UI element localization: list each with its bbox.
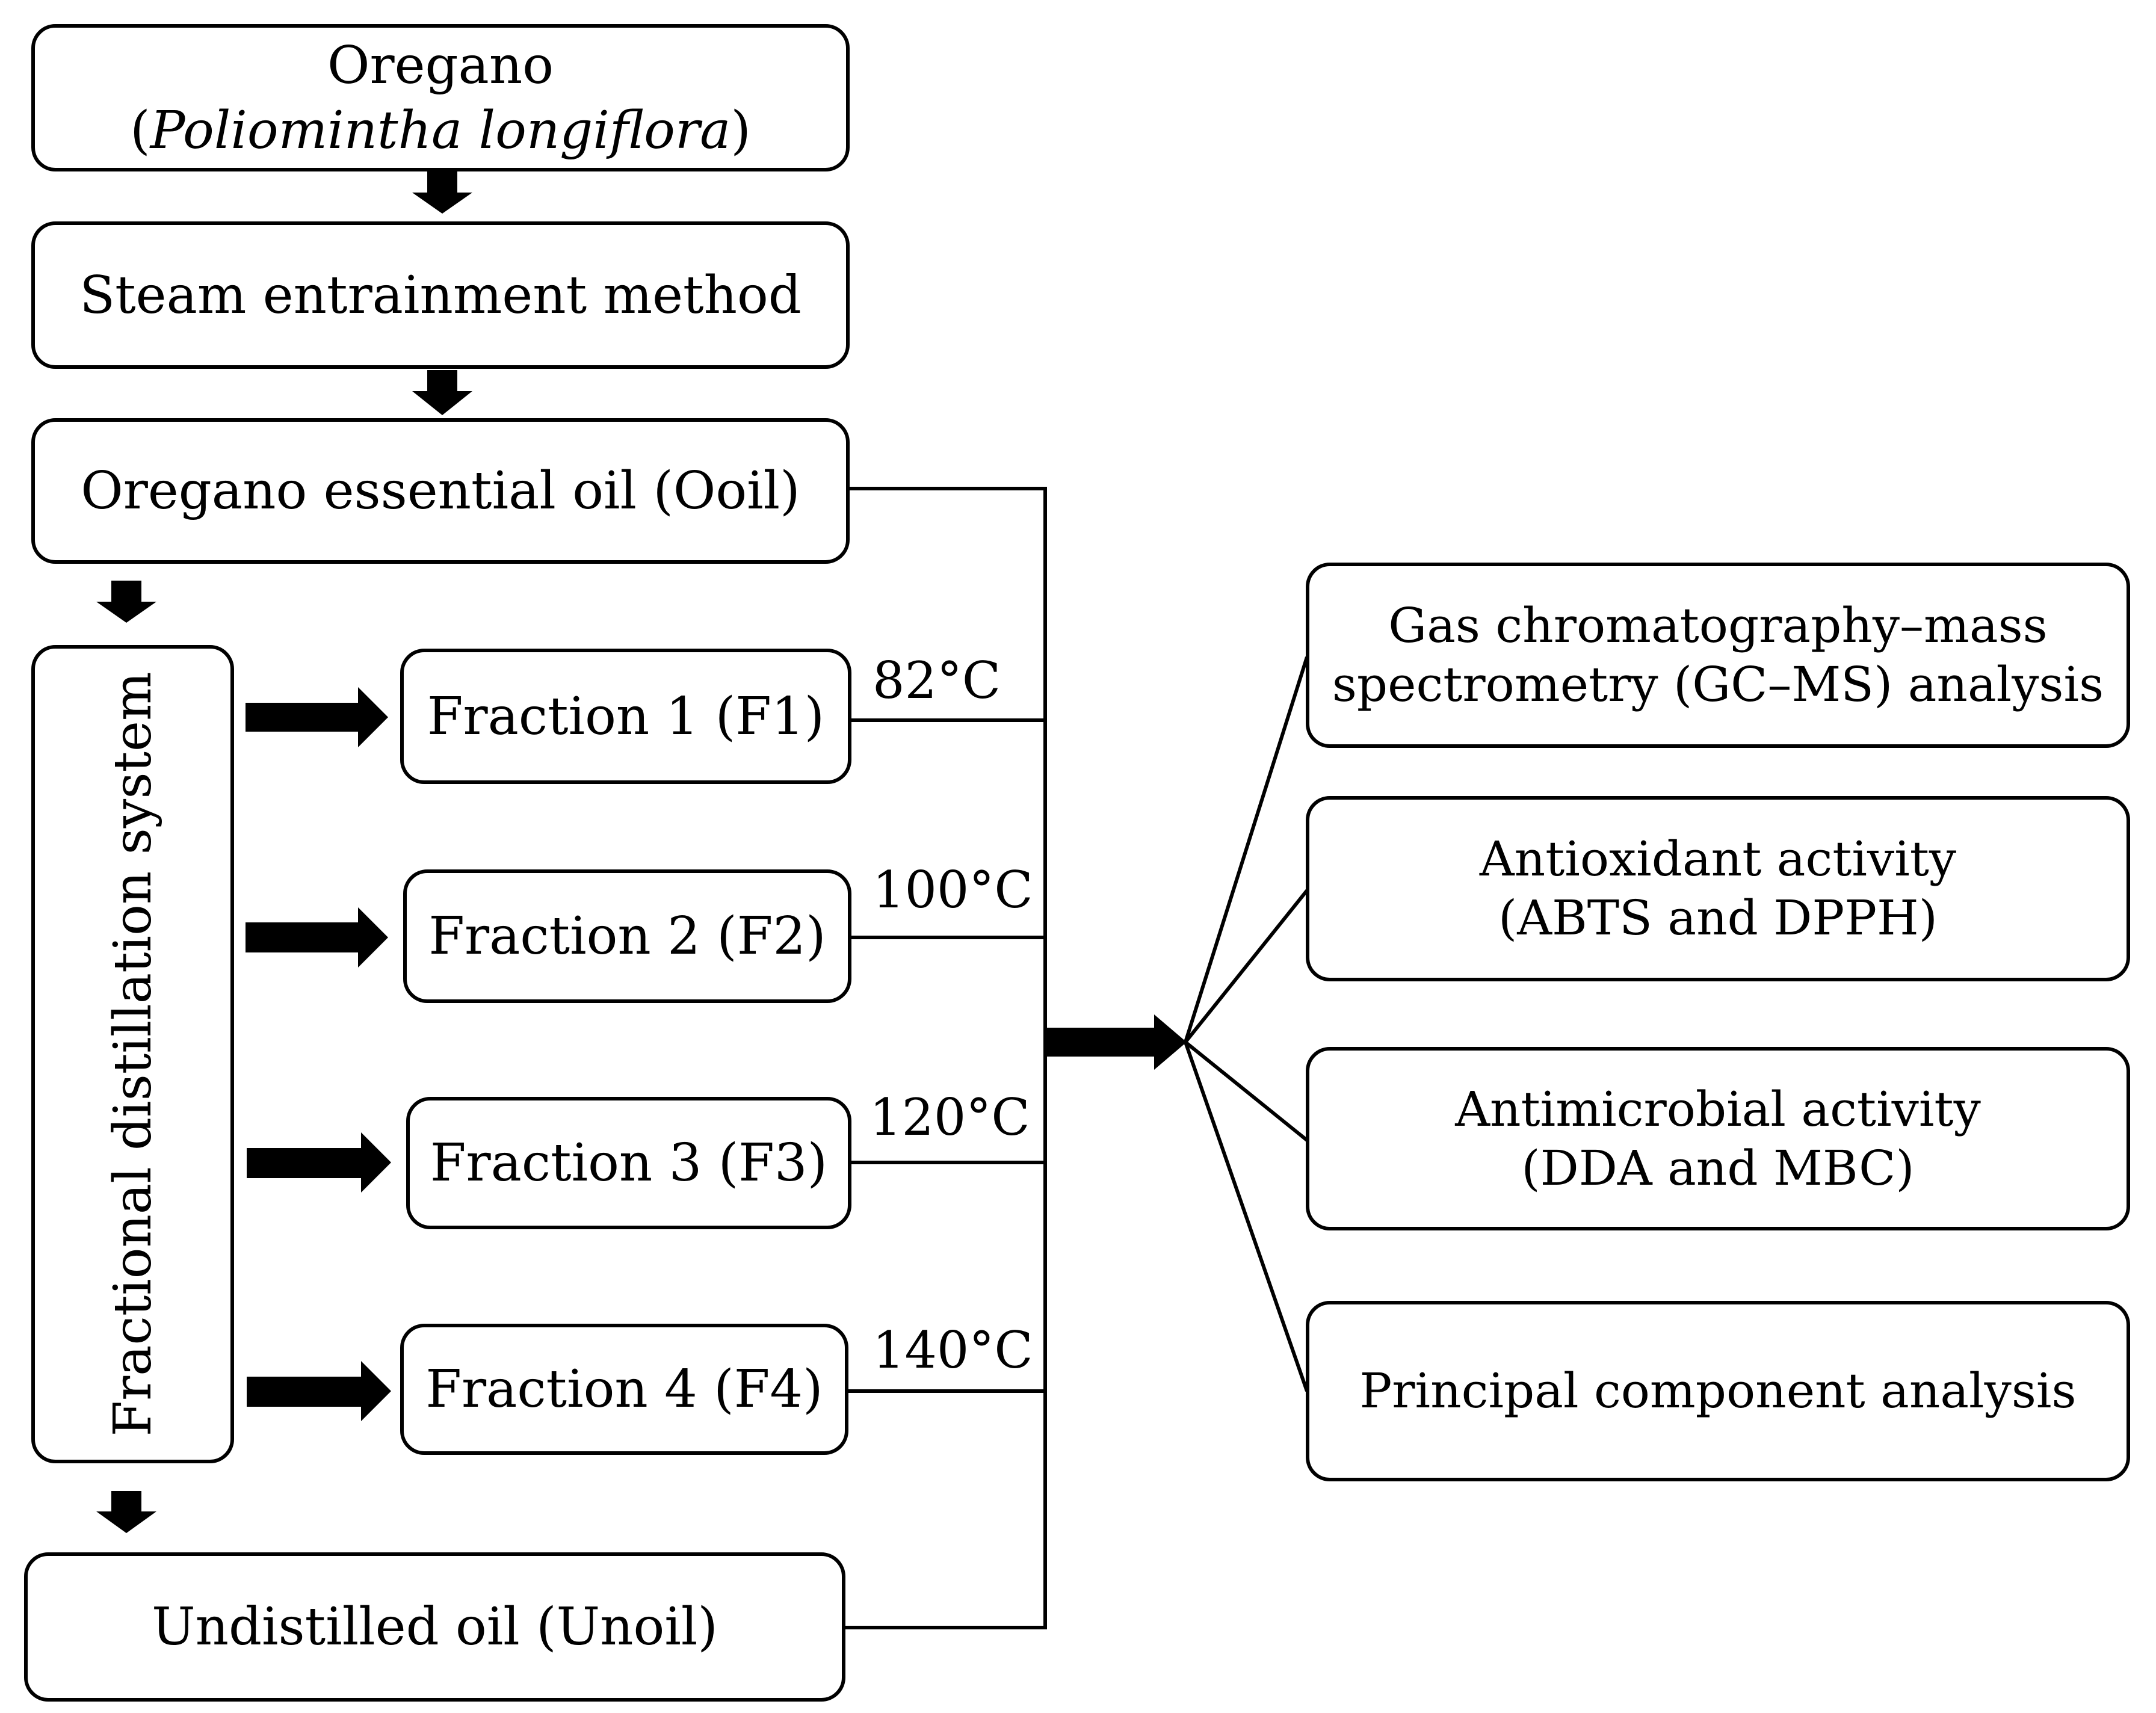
fan-line-gcms [1184, 656, 1309, 1043]
f2-label: Fraction 2 (F2) [428, 906, 826, 966]
antiox-line1: Antioxidant activity [1479, 831, 1957, 887]
arrow-right-analyses [1047, 1014, 1187, 1070]
box-principal-component-analysis: Principal component analysis [1306, 1301, 2130, 1481]
arrow-down-4 [96, 1491, 156, 1533]
oregano-species: Poliomintha longiflora [150, 100, 731, 161]
box-undistilled-oil: Undistilled oil (Unoil) [24, 1552, 845, 1702]
temp-f4: 140°C [873, 1321, 1033, 1380]
arrow-down-1 [412, 171, 472, 214]
box-antimicrobial-activity: Antimicrobial activity (DDA and MBC) [1306, 1047, 2130, 1230]
arrow-down-2 [412, 370, 472, 415]
temp-f1: 82°C [873, 651, 1001, 710]
temp-f3: 120°C [870, 1088, 1030, 1147]
arrow-right-f1 [246, 687, 388, 747]
oregano-species-line: (Poliomintha longiflora) [130, 98, 751, 163]
fan-line-antiox [1184, 889, 1309, 1043]
oregano-title: Oregano [327, 35, 554, 96]
box-gcms-analysis: Gas chromatography–mass spectrometry (GC… [1306, 563, 2130, 748]
arrow-down-3 [96, 581, 156, 623]
f1-label: Fraction 1 (F1) [427, 686, 825, 747]
gcms-line1: Gas chromatography–mass [1388, 597, 2048, 653]
box-fraction-2: Fraction 2 (F2) [403, 869, 851, 1003]
antimic-line1: Antimicrobial activity [1455, 1081, 1981, 1137]
box-fractional-distillation: Fractional distillation system [31, 645, 234, 1463]
pca-label: Principal component analysis [1359, 1363, 2077, 1419]
box-fraction-1: Fraction 1 (F1) [400, 649, 851, 784]
box-antioxidant-activity: Antioxidant activity (ABTS and DPPH) [1306, 796, 2130, 981]
box-oregano-essential-oil: Oregano essential oil (Ooil) [31, 418, 850, 564]
temp-f2: 100°C [873, 860, 1033, 919]
fan-line-antimic [1184, 1040, 1308, 1142]
box-steam-entrainment: Steam entrainment method [31, 221, 850, 369]
antimic-line2: (DDA and MBC) [1521, 1140, 1915, 1196]
arrow-right-f2 [246, 907, 388, 968]
f3-label: Fraction 3 (F3) [430, 1133, 828, 1193]
antiox-line2: (ABTS and DPPH) [1498, 890, 1938, 946]
fan-line-pca [1184, 1042, 1309, 1392]
arrow-right-f4 [247, 1361, 391, 1421]
steam-label: Steam entrainment method [79, 265, 802, 326]
unoil-label: Undistilled oil (Unoil) [152, 1597, 718, 1657]
gcms-line2: spectrometry (GC–MS) analysis [1332, 656, 2104, 712]
f4-label: Fraction 4 (F4) [425, 1359, 823, 1419]
fds-label: Fractional distillation system [102, 671, 163, 1437]
box-oregano: Oregano (Poliomintha longiflora) [31, 24, 850, 171]
paren-open: ( [130, 100, 150, 161]
arrow-right-f3 [247, 1132, 391, 1193]
ooil-label: Oregano essential oil (Ooil) [81, 461, 800, 521]
box-fraction-3: Fraction 3 (F3) [406, 1097, 851, 1229]
paren-close: ) [731, 100, 751, 161]
box-fraction-4: Fraction 4 (F4) [400, 1324, 848, 1455]
